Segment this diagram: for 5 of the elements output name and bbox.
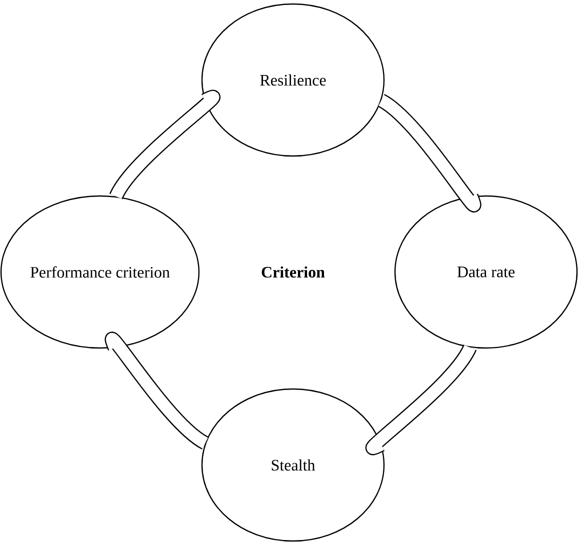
center-label: Criterion [262, 266, 325, 278]
ring-segment [377, 94, 481, 210]
ring-segment [105, 334, 210, 450]
ring-segment [110, 90, 219, 200]
ring-segment [367, 344, 476, 455]
